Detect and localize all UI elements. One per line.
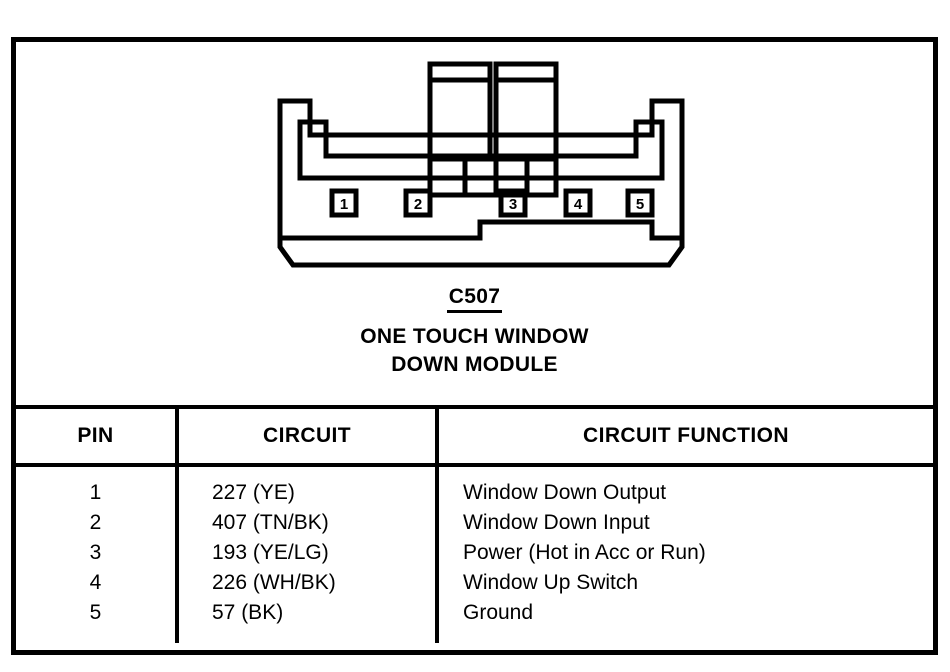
- table-body: 1 227 (YE) Window Down Output 2 407 (TN/…: [16, 465, 933, 643]
- table-row: 3 193 (YE/LG) Power (Hot in Acc or Run): [16, 538, 933, 568]
- table-row: 5 57 (BK) Ground: [16, 598, 933, 643]
- cell-pin: 2: [16, 508, 179, 538]
- pin-cavity-3: [498, 188, 528, 218]
- cell-function: Window Down Input: [463, 511, 650, 534]
- table-row: 1 227 (YE) Window Down Output: [16, 465, 933, 508]
- pin-assignment-table: PIN CIRCUIT CIRCUIT FUNCTION 1 227 (YE) …: [16, 405, 933, 643]
- table-header-row: PIN CIRCUIT CIRCUIT FUNCTION: [16, 405, 933, 467]
- connector-drawing: 1 2 3 4 5: [256, 50, 706, 305]
- cell-pin: 3: [16, 538, 179, 568]
- pin-cavity-2: [403, 188, 433, 218]
- cell-pin: 5: [16, 598, 179, 643]
- cell-function: Window Down Output: [463, 481, 667, 504]
- cell-function: Power (Hot in Acc or Run): [463, 541, 706, 564]
- connector-illustration-area: 1 2 3 4 5 C507 ONE TOUCH WINDOW DOWN MOD…: [16, 42, 933, 405]
- cell-circuit: 226 (WH/BK): [177, 568, 439, 598]
- connector-bottom-notch: [280, 219, 682, 241]
- diagram-sheet: 1 2 3 4 5 C507 ONE TOUCH WINDOW DOWN MOD…: [11, 37, 938, 655]
- connector-name-line1: ONE TOUCH WINDOW: [360, 325, 589, 348]
- cell-circuit: 407 (TN/BK): [177, 508, 439, 538]
- connector-locking-tabs: [427, 61, 559, 162]
- pin-cavity-5: [625, 188, 655, 218]
- cell-function: Ground: [463, 601, 534, 624]
- pin-cavity-4: [563, 188, 593, 218]
- pin-cavity-1: [329, 188, 359, 218]
- cell-circuit: 227 (YE): [177, 465, 439, 508]
- pin-cavity-4-label: 4: [574, 196, 583, 213]
- column-header-function: CIRCUIT FUNCTION: [437, 405, 933, 467]
- connector-inner-rim: [297, 119, 665, 181]
- cell-pin: 1: [16, 465, 179, 508]
- connector-name-line2: DOWN MODULE: [391, 353, 558, 376]
- connector-pin-cavities: 1 2 3 4 5: [329, 188, 655, 218]
- connector-svg: 1 2 3 4 5: [277, 61, 685, 268]
- pin-cavity-2-label: 2: [414, 196, 422, 213]
- table-row: 4 226 (WH/BK) Window Up Switch: [16, 568, 933, 598]
- cell-circuit: 193 (YE/LG): [177, 538, 439, 568]
- connector-code-caption: C507: [16, 285, 933, 313]
- connector-code-text: C507: [446, 285, 503, 313]
- table-row: 2 407 (TN/BK) Window Down Input: [16, 508, 933, 538]
- cell-function: Window Up Switch: [463, 571, 639, 594]
- pin-cavity-3-label: 3: [509, 196, 517, 213]
- pin-cavity-1-label: 1: [340, 196, 348, 213]
- pin-cavity-5-label: 5: [636, 196, 644, 213]
- cell-pin: 4: [16, 568, 179, 598]
- column-header-circuit: CIRCUIT: [177, 405, 439, 467]
- cell-circuit: 57 (BK): [177, 598, 439, 643]
- column-header-pin: PIN: [16, 405, 179, 467]
